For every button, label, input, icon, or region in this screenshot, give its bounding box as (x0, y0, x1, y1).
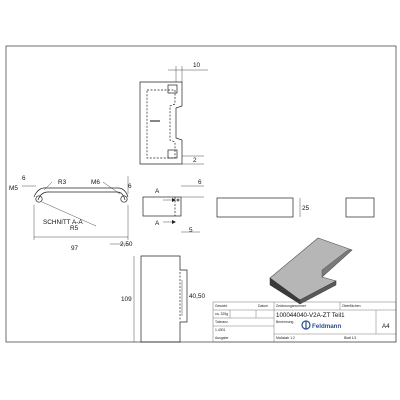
drawing-number: 100044040-V2A-ZT Teil1 (276, 312, 345, 319)
dim-top-2: 2 (193, 157, 197, 164)
dim-97: 97 (71, 245, 79, 252)
tb-tolerance-label: Toleranz (215, 320, 228, 324)
dim-profile-6: 6 (128, 183, 132, 190)
tb-issue-label: Ausgabe (215, 336, 228, 340)
dim-2-50: 2,50 (120, 241, 133, 248)
dim-side-6: 6 (198, 179, 202, 186)
tb-weight-label: Gewicht (215, 304, 227, 308)
front-view (216, 197, 375, 218)
tb-date-label: Datum (258, 304, 268, 308)
dim-r5: R5 (70, 225, 79, 232)
dim-profile-left-6: 6 (22, 175, 26, 182)
dim-side-5: 5 (189, 227, 193, 234)
dim-m6: M6 (91, 179, 100, 186)
top-view (139, 66, 208, 165)
tb-material-value: 1,4301 (215, 328, 225, 332)
section-label: SCHNITT A-A (43, 219, 83, 226)
tb-sheet: Blatt 1/1 (344, 336, 357, 340)
dim-top-10: 10 (193, 62, 201, 69)
section-mark-a-top: A (155, 188, 160, 195)
elevation-view (133, 255, 188, 343)
dim-m5: M5 (9, 185, 18, 192)
tb-scale: Maßstab 1:2 (276, 336, 295, 340)
section-mark-a-bottom: A (155, 220, 160, 227)
side-view (142, 185, 204, 233)
tb-drawing-no-label: Zeichnungsnummer (276, 304, 307, 308)
section-aa-view (22, 176, 129, 245)
sheet-size: A4 (382, 323, 390, 330)
tb-name-label: Benennung (276, 320, 293, 324)
isometric-view (269, 237, 353, 305)
dim-109: 109 (121, 296, 132, 303)
dim-r3: R3 (58, 179, 67, 186)
dim-40-50: 40,50 (189, 293, 205, 300)
tb-surface-label: Oberflächen (342, 304, 361, 308)
dim-front-25: 25 (302, 205, 310, 212)
company-name: Feldmann (312, 323, 341, 330)
tb-weight-value: ca. 325g (215, 312, 228, 316)
drawing-border (5, 45, 397, 343)
feldmann-logo (301, 320, 311, 330)
title-block (212, 301, 397, 343)
